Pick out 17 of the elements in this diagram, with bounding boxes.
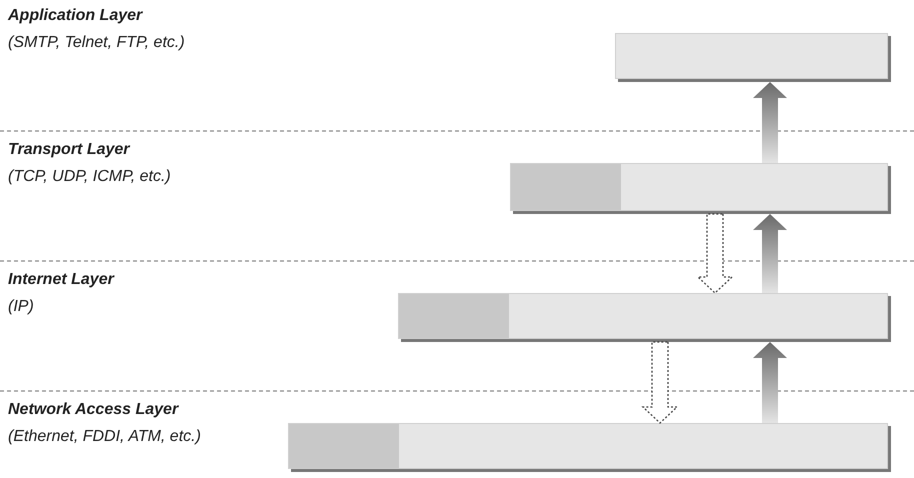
layer-heading: Transport Layer [8, 140, 132, 160]
layer-heading: Network Access Layer [8, 400, 180, 420]
layer-bar [510, 163, 888, 211]
protocol-list: (Ethernet, FDDI, ATM, etc.) [8, 426, 308, 448]
arrow [753, 214, 787, 293]
protocol-list: (SMTP, Telnet, FTP, etc.) [8, 32, 308, 54]
arrow [753, 82, 787, 163]
arrow [753, 342, 787, 423]
protocol-list: (IP) [8, 296, 308, 318]
dashed-arrow [641, 341, 679, 424]
layer-bar [398, 293, 888, 339]
dashed-arrow [696, 213, 734, 294]
layer-heading: Internet Layer [8, 270, 116, 290]
layer-bar [288, 423, 888, 469]
layer-heading: Application Layer [8, 6, 144, 26]
layer-bar [615, 33, 888, 79]
protocol-list: (TCP, UDP, ICMP, etc.) [8, 166, 308, 188]
